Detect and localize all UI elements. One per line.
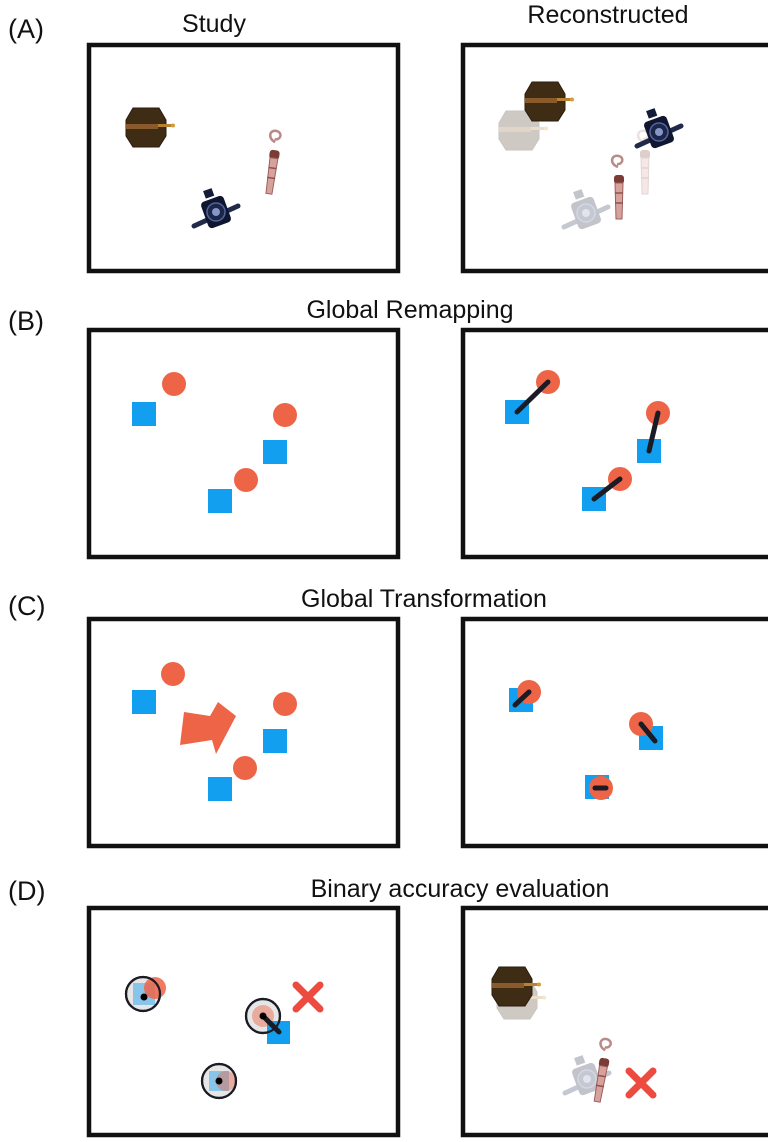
panel-c-letter: (C) [8,591,45,621]
square-marker [132,402,156,426]
square-marker [208,489,232,513]
reconstructed-title: Reconstructed [527,1,688,29]
error-line [638,721,658,744]
circle-marker [234,468,258,492]
circle-marker [216,1071,236,1091]
square-marker [132,690,156,714]
panel-d-left-frame [86,905,401,1138]
square-marker [263,729,287,753]
panel-a-study-frame [86,42,401,274]
error-line [591,476,623,502]
square-marker [263,440,287,464]
panel-b-title: Global Remapping [306,296,513,324]
panel-a-letter: (A) [8,14,44,44]
circle-marker [233,756,257,780]
panel-c-right-frame [460,616,768,849]
circle-marker [273,403,297,427]
panel-b-left-frame [86,327,401,560]
study-title: Study [182,10,246,38]
circle-marker [161,662,185,686]
panel-c-left-frame [86,616,401,849]
panel-b-letter: (B) [8,306,44,336]
error-line [260,1013,282,1035]
error-line [512,689,532,708]
panel-d-title: Binary accuracy evaluation [311,875,610,903]
panel-d-right-frame [460,905,768,1138]
circle-marker [273,692,297,716]
panel-b-right-frame [460,327,768,560]
square-marker [208,777,232,801]
panel-d-letter: (D) [8,876,45,906]
arrow-icon [180,702,236,754]
panel-a-reconstructed-frame [460,42,768,274]
circle-marker [162,372,186,396]
error-line [646,410,661,454]
error-line [514,379,551,415]
panel-c-title: Global Transformation [301,585,547,613]
circle-marker [144,977,166,999]
